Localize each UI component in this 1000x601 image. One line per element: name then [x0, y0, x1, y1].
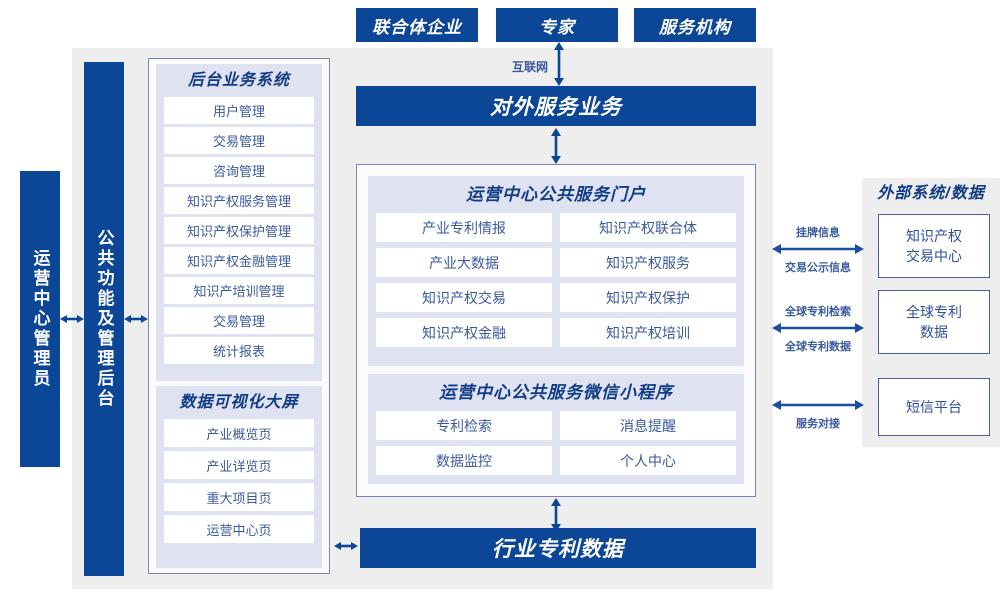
- connector-label-2-below: 服务对接: [796, 418, 840, 430]
- external-service-label: 对外服务业务: [490, 96, 622, 119]
- arrow-external-2: [772, 400, 864, 410]
- portal-item[interactable]: 知识产权培训: [560, 318, 736, 347]
- connector-label-0-below: 交易公示信息: [785, 262, 851, 274]
- portal-section: 运营中心公共服务门户 产业专利情报 知识产权联合体产业大数据 知识产权服务知识产权交…: [368, 176, 744, 366]
- portal-item[interactable]: 知识产权保护: [560, 283, 736, 312]
- portal-item-label: 知识产权联合体: [599, 219, 697, 236]
- data-screen-item[interactable]: 运营中心页: [164, 515, 314, 543]
- backend-system-title: 后台业务系统: [187, 72, 290, 89]
- actor-label: 专家: [539, 17, 575, 37]
- actor-label: 联合体企业: [372, 17, 462, 37]
- miniprogram-item[interactable]: 数据监控: [376, 446, 552, 475]
- data-screen-section: 数据可视化大屏 产业概览页产业详览页重大项目页运营中心页: [156, 386, 322, 568]
- external-box-0[interactable]: 知识产权 交易中心: [878, 214, 990, 278]
- backend-system-item[interactable]: 咨询管理: [164, 157, 314, 184]
- backend-system-item-label: 交易管理: [212, 134, 265, 149]
- backend-system-item-label: 交易管理: [212, 314, 265, 329]
- bottom-data-label: 行业专利数据: [492, 538, 624, 561]
- backend-system-section: 后台业务系统 用户管理交易管理咨询管理知识产权服务管理知识产权保护管理知识产权金…: [156, 64, 322, 381]
- backend-system-item[interactable]: 统计报表: [164, 337, 314, 364]
- portal-grid: 产业专利情报知识产权联合体产业大数据知识产权服务知识产权交易知识产权保护知识产权…: [376, 213, 736, 353]
- external-box-2[interactable]: 短信平台: [878, 378, 990, 436]
- portal-item-label: 产业大数据: [429, 254, 499, 271]
- left-bar-operator[interactable]: 运营中心管理员: [20, 171, 60, 467]
- portal-item-label: 知识产权服务: [606, 254, 690, 271]
- backend-system-item[interactable]: 知识产权保护管理: [164, 217, 314, 244]
- external-box-line2: 数据: [920, 324, 948, 340]
- data-screen-item[interactable]: 重大项目页: [164, 483, 314, 511]
- backend-system-item[interactable]: 交易管理: [164, 307, 314, 334]
- backend-system-item[interactable]: 知识产权金融管理: [164, 247, 314, 274]
- backend-system-item-label: 咨询管理: [212, 164, 265, 179]
- portal-item-label: 知识产权金融: [422, 324, 506, 341]
- miniprogram-item-label: 消息提醒: [620, 417, 676, 434]
- portal-item-label: 知识产权保护: [606, 289, 690, 306]
- left-bar-common-function[interactable]: 公共功能及管理后台: [84, 62, 124, 576]
- miniprogram-item-label: 数据监控: [436, 452, 492, 469]
- portal-item[interactable]: 知识产权服务: [560, 248, 736, 277]
- arrow-external-1: [772, 323, 864, 333]
- backend-system-item[interactable]: 交易管理: [164, 127, 314, 154]
- data-screen-item-label: 运营中心页: [206, 522, 272, 538]
- miniprogram-section: 运营中心公共服务微信小程序 专利检索 消息提醒数据监控 个人中心: [368, 374, 744, 484]
- connector-label-1-below: 全球专利数据: [785, 341, 851, 353]
- portal-title: 运营中心公共服务门户: [466, 185, 646, 204]
- portal-item-label: 知识产权培训: [606, 324, 690, 341]
- portal-item[interactable]: 知识产权金融: [376, 318, 552, 347]
- portal-item[interactable]: 产业大数据: [376, 248, 552, 277]
- miniprogram-item-label: 个人中心: [620, 452, 676, 469]
- data-screen-item-label: 重大项目页: [206, 490, 272, 506]
- miniprogram-title: 运营中心公共服务微信小程序: [439, 383, 673, 402]
- backend-system-item-label: 知识产培训管理: [193, 284, 285, 299]
- backend-system-item-label: 知识产权保护管理: [186, 224, 291, 239]
- data-screen-item[interactable]: 产业详览页: [164, 451, 314, 479]
- portal-item[interactable]: 知识产权联合体: [560, 213, 736, 242]
- miniprogram-item[interactable]: 专利检索: [376, 411, 552, 440]
- connector-label-0-above: 挂牌信息: [796, 227, 840, 239]
- arrow-external-0: [772, 244, 864, 254]
- actor-box-2[interactable]: 服务机构: [634, 8, 756, 42]
- actor-box-0[interactable]: 联合体企业: [356, 8, 478, 42]
- bottom-data-bar[interactable]: 行业专利数据: [360, 528, 756, 568]
- external-box-line1: 知识产权: [906, 227, 962, 244]
- backend-system-item-label: 知识产权服务管理: [186, 194, 291, 209]
- external-box-line2: 交易中心: [906, 248, 962, 264]
- data-screen-item[interactable]: 产业概览页: [164, 419, 314, 447]
- backend-system-item[interactable]: 知识产权服务管理: [164, 187, 314, 214]
- portal-item[interactable]: 产业专利情报: [376, 213, 552, 242]
- miniprogram-item[interactable]: 个人中心: [560, 446, 736, 475]
- backend-system-item[interactable]: 知识产培训管理: [164, 277, 314, 304]
- data-screen-list: 产业概览页产业详览页重大项目页运营中心页: [164, 419, 314, 543]
- data-screen-title: 数据可视化大屏: [179, 394, 299, 411]
- data-screen-item-label: 产业概览页: [206, 426, 272, 442]
- external-service-bar[interactable]: 对外服务业务: [356, 86, 756, 126]
- external-box-line1: 全球专利: [906, 303, 962, 320]
- left-bar-label: 运营中心管理员: [30, 249, 50, 389]
- external-panel-title: 外部系统/数据: [877, 185, 985, 202]
- external-box-line1: 短信平台: [906, 398, 962, 415]
- backend-system-list: 用户管理交易管理咨询管理知识产权服务管理知识产权保护管理知识产权金融管理知识产培…: [164, 97, 314, 364]
- backend-system-item[interactable]: 用户管理: [164, 97, 314, 124]
- external-box-1[interactable]: 全球专利 数据: [878, 290, 990, 354]
- connector-label-1-above: 全球专利检索: [785, 306, 851, 318]
- miniprogram-item-label: 专利检索: [436, 417, 492, 434]
- backend-system-item-label: 统计报表: [212, 344, 265, 359]
- backend-system-item-label: 知识产权金融管理: [186, 254, 291, 269]
- portal-item-label: 知识产权交易: [422, 289, 506, 306]
- miniprogram-grid: 专利检索 消息提醒数据监控 个人中心: [376, 411, 736, 481]
- internet-label: 互联网: [511, 60, 548, 74]
- miniprogram-item[interactable]: 消息提醒: [560, 411, 736, 440]
- backend-system-item-label: 用户管理: [212, 104, 265, 119]
- left-bar-label: 公共功能及管理后台: [94, 229, 114, 409]
- portal-item[interactable]: 知识产权交易: [376, 283, 552, 312]
- actor-box-1[interactable]: 专家: [496, 8, 618, 42]
- data-screen-item-label: 产业详览页: [206, 458, 272, 474]
- actor-label: 服务机构: [659, 17, 731, 37]
- portal-item-label: 产业专利情报: [422, 219, 506, 236]
